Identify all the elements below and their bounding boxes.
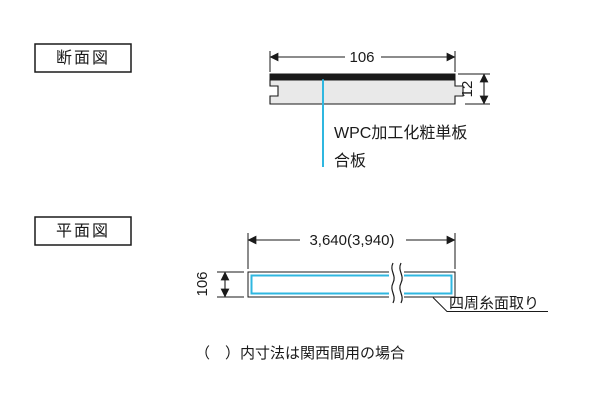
plywood-callout: 合板 [334, 152, 366, 170]
veneer-callout: WPC加工化粧単板 [334, 124, 467, 142]
width-dim-text: 106 [349, 49, 374, 66]
plan-view-label: 平面図 [56, 223, 110, 240]
plan-view-group: 平面図 3,640(3,940) 106 四周糸面取り [34, 216, 548, 312]
cross-section-label: 断面図 [56, 49, 110, 67]
break-squiggle-right [399, 262, 403, 304]
length-dim-text: 3,640(3,940) [309, 232, 394, 249]
plank-face [250, 274, 453, 295]
chamfer-callout: 四周糸面取り [449, 295, 539, 312]
plywood-body-shape [269, 79, 464, 105]
thickness-dim-text: 12 [459, 81, 476, 98]
width-dim-mask [345, 48, 381, 66]
cross-section-group: 断面図 106 12 WPC加工化粧単板 合板 [34, 43, 490, 170]
callout-leader-dot [320, 74, 326, 80]
plank-width-dim-text: 106 [194, 271, 211, 296]
break-squiggle-left [391, 262, 395, 304]
chamfer-leader-line [432, 297, 548, 312]
length-dim-mask [300, 231, 406, 249]
cross-section-label-box [34, 43, 132, 73]
veneer-layer-shape [269, 73, 456, 81]
footnote-text: （ ）内寸法は関西間用の場合 [195, 345, 405, 362]
plan-view-label-box [34, 216, 132, 246]
